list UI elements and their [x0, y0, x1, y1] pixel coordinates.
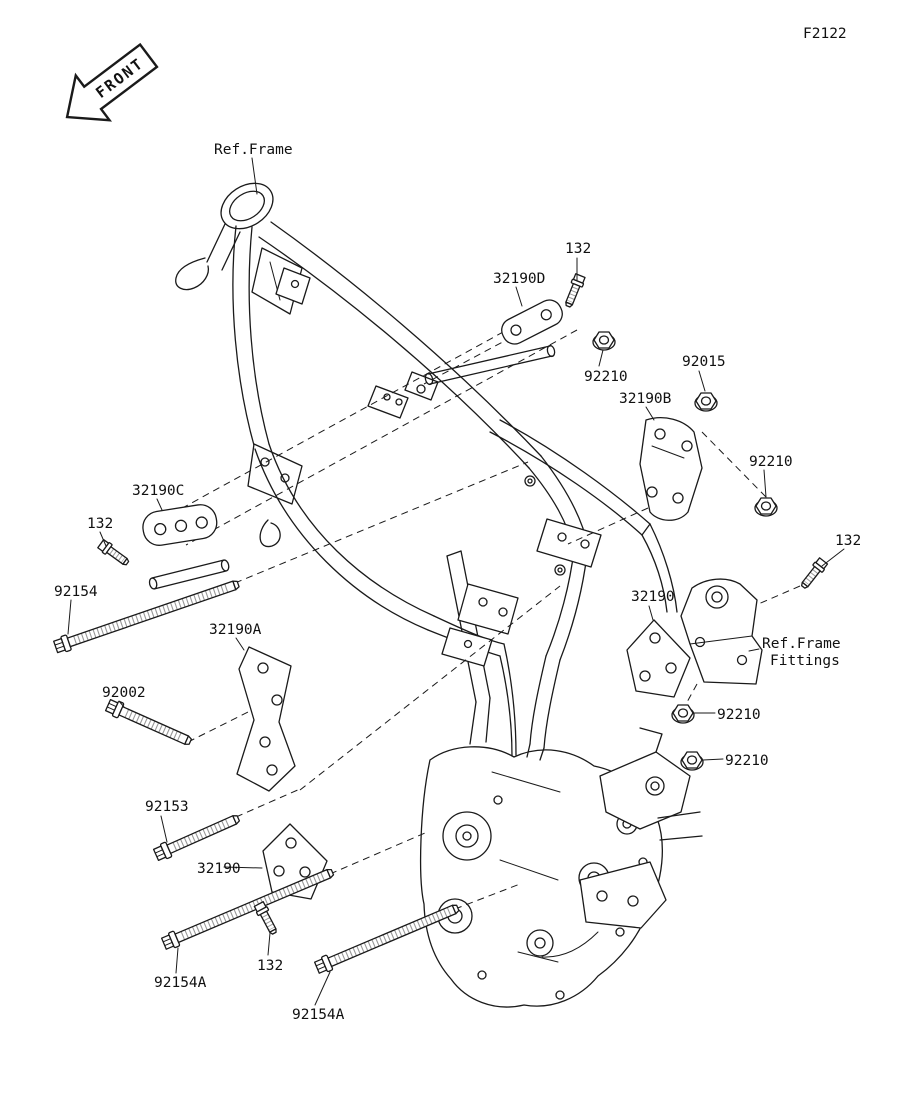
label-92015: 92015	[682, 354, 726, 370]
label-92154: 92154	[54, 584, 98, 600]
screw-132-top	[565, 273, 586, 308]
label-ref-frame: Ref.Frame	[214, 142, 293, 158]
nut-92210-low	[680, 751, 704, 771]
nut-92210-top	[592, 331, 616, 351]
screw-132-right	[800, 557, 829, 589]
screw-132-bottom	[253, 901, 277, 935]
bolt-92154A-left	[160, 868, 335, 950]
label-32190-left: 32190	[197, 861, 241, 877]
bracket-32190A	[236, 646, 296, 792]
bracket-32190B	[639, 417, 703, 521]
bracket-32190-right	[626, 619, 691, 698]
label-ref-frame-fittings-line1: Ref.Frame	[762, 636, 841, 652]
label-ref-frame-fittings: Ref.Frame Fittings	[762, 636, 841, 670]
label-92210-top: 92210	[584, 369, 628, 385]
label-92153: 92153	[145, 799, 189, 815]
leader-lines	[67, 157, 845, 1006]
label-132-right: 132	[835, 533, 862, 549]
label-92154A-left: 92154A	[154, 975, 207, 991]
label-92002: 92002	[102, 685, 146, 701]
label-32190D: 32190D	[493, 271, 546, 287]
label-132-left: 132	[87, 516, 114, 532]
bolt-92002	[104, 698, 193, 745]
ref-frame-fittings-bracket	[680, 578, 763, 685]
label-32190B: 32190B	[619, 391, 672, 407]
label-92210-upper-right: 92210	[749, 454, 793, 470]
label-32190C: 32190C	[132, 483, 185, 499]
label-ref-frame-fittings-line2: Fittings	[770, 653, 840, 669]
label-92154A-bottom: 92154A	[292, 1007, 345, 1023]
front-arrow-icon: FRONT	[65, 42, 159, 122]
bolt-92154	[53, 580, 240, 654]
bracket-32190C	[142, 504, 218, 546]
spacer-sleeves	[148, 344, 556, 590]
label-32190A: 32190A	[209, 622, 262, 638]
nut-92015	[694, 392, 718, 412]
frame-drawing	[175, 182, 703, 1008]
label-92210-mid: 92210	[717, 707, 761, 723]
bracket-32190D	[501, 299, 563, 345]
bolt-92154A-bottom	[313, 904, 460, 974]
figure-code: F2122	[803, 26, 847, 42]
label-132-bottom: 132	[257, 958, 284, 974]
bolt-92153	[152, 815, 241, 862]
label-32190-right: 32190	[631, 589, 675, 605]
screw-132-left	[97, 539, 130, 566]
nut-92210-upper-right	[754, 497, 778, 517]
nut-92210-mid	[671, 704, 695, 724]
label-92210-low: 92210	[725, 753, 769, 769]
label-132-top: 132	[565, 241, 592, 257]
